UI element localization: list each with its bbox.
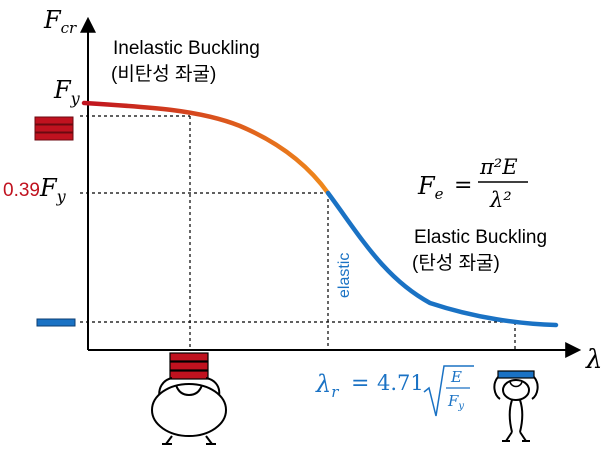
inelastic-title: Inelastic Buckling	[113, 38, 260, 59]
reference-lines	[80, 115, 516, 350]
lambda-r-equals: =	[351, 371, 369, 396]
inelastic-curve	[81, 100, 331, 196]
039fy-label: 0.39Fy	[3, 174, 67, 206]
fy-label: Fy	[53, 76, 81, 108]
slender-figure-icon	[493, 370, 539, 442]
sqrt-numerator: E	[450, 368, 462, 386]
elastic-tag: elastic	[336, 253, 353, 298]
lambda-r-coefficient: 4.71	[377, 371, 424, 395]
fe-equals: =	[454, 173, 472, 198]
sqrt-denominator: Fy	[447, 392, 464, 412]
sqrt-symbol	[423, 365, 474, 417]
y-axis-label: Fcr	[43, 6, 77, 37]
elastic-curve	[325, 190, 559, 328]
lambda-r-lhs: λr	[315, 370, 339, 401]
fe-denominator: λ²	[489, 188, 512, 212]
light-weight-icon	[36, 318, 76, 327]
stocky-figure-icon	[151, 352, 227, 445]
elastic-title: Elastic Buckling	[414, 227, 547, 248]
fe-lhs: Fe	[417, 172, 444, 203]
euler-formula: Fe = π²E λ²	[417, 155, 528, 212]
inelastic-title-korean: (비탄성 좌굴)	[111, 63, 216, 85]
elastic-title-korean: (탄성 좌굴)	[412, 252, 500, 274]
x-axis-label: λ	[585, 345, 602, 375]
fe-numerator: π²E	[479, 155, 518, 179]
heavy-stacked-weight-icon	[34, 116, 74, 141]
lambda-r-formula: λr = 4.71 E Fy	[315, 365, 474, 417]
